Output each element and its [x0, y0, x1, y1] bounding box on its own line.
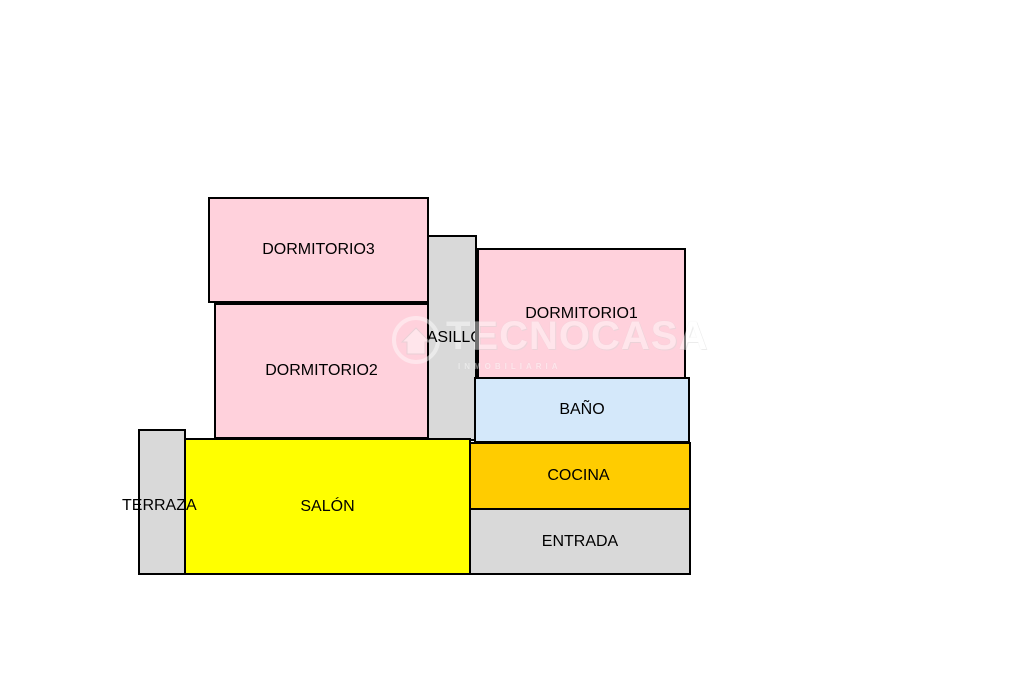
room-label: PASILLO	[429, 329, 475, 346]
room-dormitorio1: DORMITORIO1	[477, 248, 686, 380]
room-salon: SALÓN	[184, 438, 471, 575]
room-label: COCINA	[547, 467, 610, 484]
room-label: SALÓN	[300, 497, 355, 515]
room-bano: BAÑO	[474, 377, 690, 443]
room-terraza: TERRAZA	[122, 429, 197, 575]
room-label: ENTRADA	[541, 532, 619, 550]
room-label: DORMITORIO3	[262, 241, 375, 258]
room-label: TERRAZA	[122, 497, 197, 514]
room-label: DORMITORIO1	[525, 305, 638, 322]
room-label: DORMITORIO2	[265, 362, 378, 379]
room-label: BAÑO	[559, 401, 605, 418]
room-dormitorio3: DORMITORIO3	[208, 197, 429, 303]
room-entrada: ENTRADA	[469, 508, 691, 575]
room-dormitorio2: DORMITORIO2	[214, 303, 429, 439]
room-pasillo: PASILLO	[427, 235, 477, 441]
room-cocina: COCINA	[466, 442, 691, 510]
